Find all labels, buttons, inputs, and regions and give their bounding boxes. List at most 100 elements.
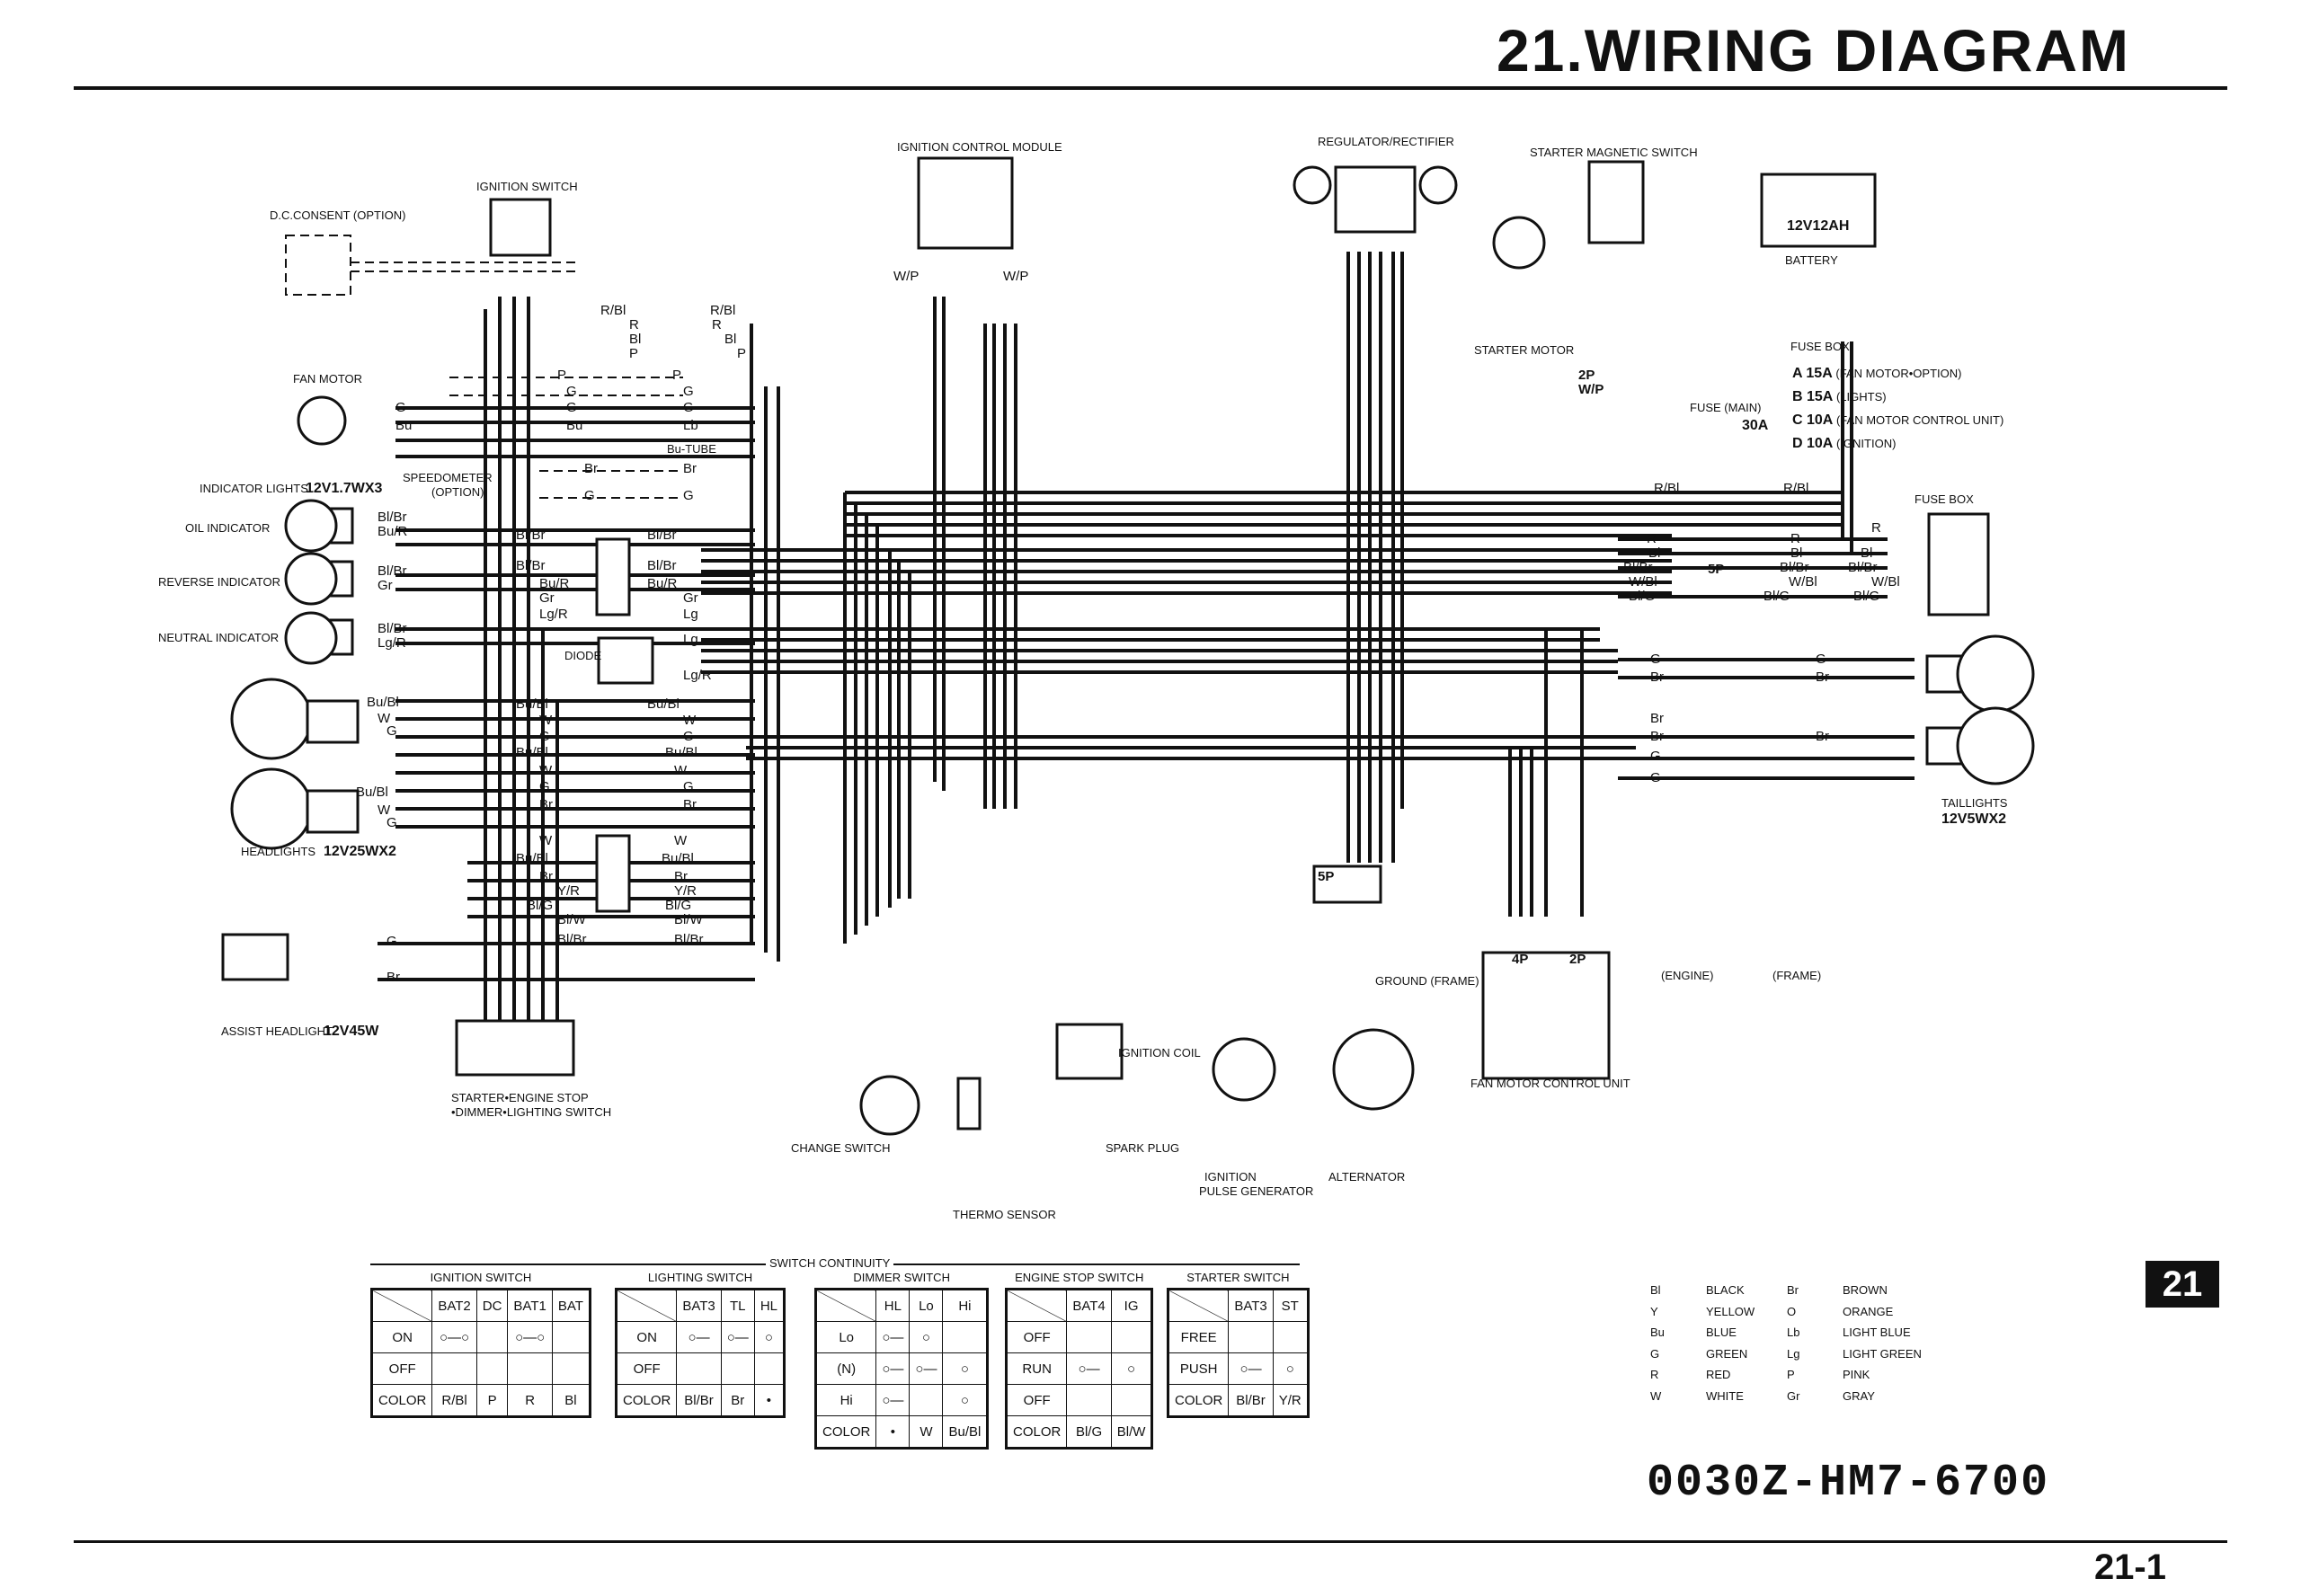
legend-code: P	[1787, 1368, 1795, 1381]
svg-text:W/P: W/P	[893, 269, 919, 284]
legend-code: Gr	[1787, 1388, 1800, 1403]
continuity-cell	[909, 1384, 944, 1416]
continuity-cell	[753, 1352, 786, 1385]
svg-text:5P: 5P	[1318, 869, 1334, 884]
svg-text:R: R	[712, 317, 722, 332]
lighting-switch-table: BAT3 TL HL ON ○—○—○ OFF COLOR Bl/Br Br •	[615, 1288, 786, 1418]
header-cell: BAT3	[676, 1289, 722, 1322]
svg-text:Lg/R: Lg/R	[378, 635, 406, 651]
color-label: COLOR	[814, 1415, 877, 1449]
svg-text:G: G	[1650, 652, 1661, 667]
row-label: OFF	[1005, 1384, 1068, 1416]
svg-text:G: G	[566, 400, 577, 415]
svg-text:Bl/W: Bl/W	[557, 912, 587, 927]
svg-text:Br: Br	[1650, 669, 1664, 685]
continuity-cell: ○	[1110, 1352, 1153, 1385]
svg-text:Bl/Br: Bl/Br	[674, 932, 704, 947]
svg-text:Gr: Gr	[378, 578, 393, 593]
svg-text:Bl/Br: Bl/Br	[378, 621, 407, 636]
corner-cell	[615, 1289, 678, 1322]
svg-text:Bu/Bl: Bu/Bl	[367, 695, 399, 710]
color-cell: R/Bl	[431, 1384, 477, 1417]
svg-text:W: W	[378, 802, 391, 818]
legend-name: BLACK	[1706, 1283, 1745, 1297]
svg-text:Br: Br	[683, 461, 697, 476]
header-cell: BAT	[551, 1289, 591, 1322]
svg-text:P: P	[737, 346, 746, 361]
svg-text:G: G	[566, 384, 577, 399]
svg-text:R/Bl: R/Bl	[710, 303, 735, 318]
color-cell: Bl/W	[1110, 1415, 1153, 1449]
svg-text:Bu/R: Bu/R	[539, 576, 570, 591]
header-cell: TL	[720, 1289, 755, 1322]
color-label: COLOR	[1005, 1415, 1068, 1449]
color-cell: W	[909, 1415, 944, 1449]
lighting-switch-table-block: LIGHTING SWITCH BAT3 TL HL ON ○—○—○ OFF …	[615, 1271, 786, 1418]
svg-text:Bl/Br: Bl/Br	[1848, 560, 1878, 575]
svg-text:Br: Br	[1650, 711, 1664, 726]
svg-text:SPARK PLUG: SPARK PLUG	[1106, 1141, 1179, 1155]
legend-code: O	[1787, 1304, 1797, 1318]
legend-code: R	[1650, 1368, 1659, 1381]
svg-text:R: R	[1647, 531, 1657, 546]
svg-text:Bl/G: Bl/G	[1764, 589, 1790, 604]
legend-code: W	[1650, 1388, 1662, 1403]
svg-text:Lg/R: Lg/R	[683, 668, 712, 683]
svg-text:G: G	[683, 400, 694, 415]
svg-text:STARTER•ENGINE STOP: STARTER•ENGINE STOP	[451, 1091, 589, 1104]
svg-text:G: G	[584, 488, 595, 503]
svg-text:Bl/Br: Bl/Br	[516, 558, 546, 573]
continuity-cell: ○	[942, 1352, 989, 1385]
continuity-cell: ○—	[1066, 1352, 1112, 1385]
svg-text:INDICATOR LIGHTS: INDICATOR LIGHTS	[200, 482, 308, 495]
svg-text:2P: 2P	[1569, 952, 1586, 967]
svg-text:G: G	[386, 934, 397, 949]
svg-text:Lg: Lg	[683, 607, 698, 622]
color-cell: Bl	[551, 1384, 591, 1417]
color-cell: R	[507, 1384, 553, 1417]
svg-text:Lb: Lb	[683, 418, 698, 433]
svg-text:Bu/R: Bu/R	[647, 576, 678, 591]
continuity-cell	[507, 1352, 553, 1385]
corner-cell	[814, 1289, 877, 1322]
svg-text:THERMO SENSOR: THERMO SENSOR	[953, 1208, 1056, 1221]
legend-code: Br	[1787, 1283, 1799, 1297]
svg-text:Br: Br	[683, 797, 697, 812]
svg-text:REGULATOR/RECTIFIER: REGULATOR/RECTIFIER	[1318, 135, 1454, 148]
svg-text:2P: 2P	[1578, 368, 1595, 383]
svg-text:W/Bl: W/Bl	[1871, 574, 1900, 590]
continuity-cell: ○—	[676, 1321, 722, 1353]
header-cell: BAT3	[1228, 1289, 1274, 1322]
continuity-cell	[551, 1352, 591, 1385]
svg-text:Y/R: Y/R	[674, 883, 697, 899]
legend-name: PINK	[1843, 1368, 1870, 1381]
row-label: RUN	[1005, 1352, 1068, 1385]
svg-text:12V5WX2: 12V5WX2	[1941, 811, 2006, 827]
legend-name: ORANGE	[1843, 1304, 1894, 1318]
svg-text:Bl/Br: Bl/Br	[1623, 560, 1653, 575]
continuity-cell	[1110, 1384, 1153, 1416]
row-label: (N)	[814, 1352, 877, 1385]
svg-text:G: G	[386, 815, 397, 830]
row-label: FREE	[1167, 1321, 1230, 1353]
svg-text:Br: Br	[1650, 729, 1664, 744]
svg-text:Bu/Bl: Bu/Bl	[356, 785, 388, 800]
continuity-cell	[1272, 1321, 1309, 1353]
svg-text:Bl/Br: Bl/Br	[647, 558, 677, 573]
color-cell: P	[475, 1384, 509, 1417]
svg-text:Bu/R: Bu/R	[378, 524, 408, 539]
svg-text:SPEEDOMETER: SPEEDOMETER	[403, 471, 493, 484]
legend-name: WHITE	[1706, 1388, 1744, 1403]
continuity-cell	[1228, 1321, 1274, 1353]
svg-text:DIODE: DIODE	[564, 649, 602, 662]
svg-text:P: P	[629, 346, 638, 361]
svg-text:G: G	[683, 384, 694, 399]
section-tab: 21	[2146, 1261, 2219, 1308]
svg-text:OIL INDICATOR: OIL INDICATOR	[185, 521, 270, 535]
